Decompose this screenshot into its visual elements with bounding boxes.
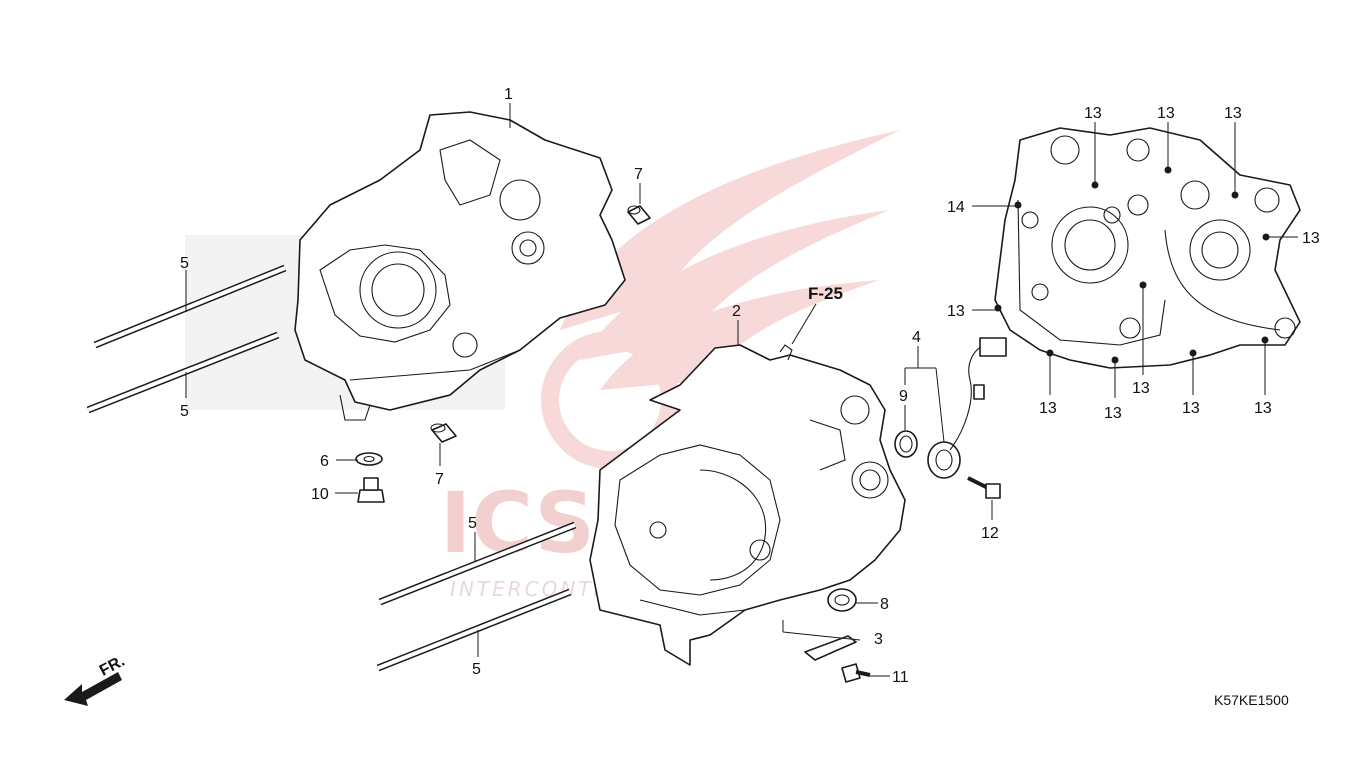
callout-13c: 13 [1224, 105, 1242, 122]
callout-7b: 7 [435, 471, 444, 488]
callout-10: 10 [311, 486, 329, 503]
stud-bolt [378, 521, 577, 606]
callout-14: 14 [947, 199, 965, 216]
callout-5b: 5 [180, 403, 189, 420]
callout-9: 9 [899, 388, 908, 405]
callout-6: 6 [320, 453, 329, 470]
dowel-pin [430, 423, 457, 443]
bolt-12 [967, 476, 1001, 499]
callout-13d: 13 [1302, 230, 1320, 247]
callout-13i: 13 [1182, 400, 1200, 417]
callout-13h: 13 [1104, 405, 1122, 422]
stud-bolts [86, 264, 577, 672]
front-direction-marker: FR. [64, 653, 128, 706]
front-marker-label: FR. [97, 653, 128, 680]
neutral-switch-4 [927, 337, 1007, 479]
stud-bolt [376, 588, 572, 672]
front-arrow-icon [64, 672, 122, 706]
callout-12: 12 [981, 525, 999, 542]
dowel-pins [430, 205, 651, 443]
stud-bolt [86, 331, 280, 414]
callout-7a: 7 [634, 166, 643, 183]
oring-9 [894, 430, 918, 458]
callout-3: 3 [874, 631, 883, 648]
callout-5d: 5 [472, 661, 481, 678]
callout-5a: 5 [180, 255, 189, 272]
washer-6 [355, 452, 383, 466]
callout-13e: 13 [947, 303, 965, 320]
leader-lines [185, 103, 1298, 677]
plate-3 [804, 635, 857, 661]
callout-1: 1 [504, 86, 513, 103]
callout-13j: 13 [1254, 400, 1272, 417]
crankcase-gasket [994, 127, 1301, 369]
callout-5c: 5 [468, 515, 477, 532]
bolt-11 [841, 663, 871, 683]
left-crankcase [294, 111, 626, 421]
ref-f25[interactable]: F-25 [808, 284, 843, 303]
callout-11: 11 [892, 669, 909, 686]
callout-13b: 13 [1157, 105, 1175, 122]
callout-13a: 13 [1084, 105, 1102, 122]
diagram-code: K57KE1500 [1214, 692, 1289, 708]
right-crankcase [589, 344, 906, 666]
drain-bolt-10 [357, 477, 385, 503]
callout-8: 8 [880, 596, 889, 613]
callout-4: 4 [912, 329, 921, 346]
oil-seal-8 [827, 588, 857, 612]
callout-2: 2 [732, 303, 741, 320]
dowel-pin [627, 205, 651, 225]
stud-bolt [93, 264, 287, 349]
callout-13f: 13 [1132, 380, 1150, 397]
callout-13g: 13 [1039, 400, 1057, 417]
callouts: 1 7 5 5 7 6 10 2 F-25 5 5 8 3 11 4 9 12 … [180, 86, 1320, 686]
